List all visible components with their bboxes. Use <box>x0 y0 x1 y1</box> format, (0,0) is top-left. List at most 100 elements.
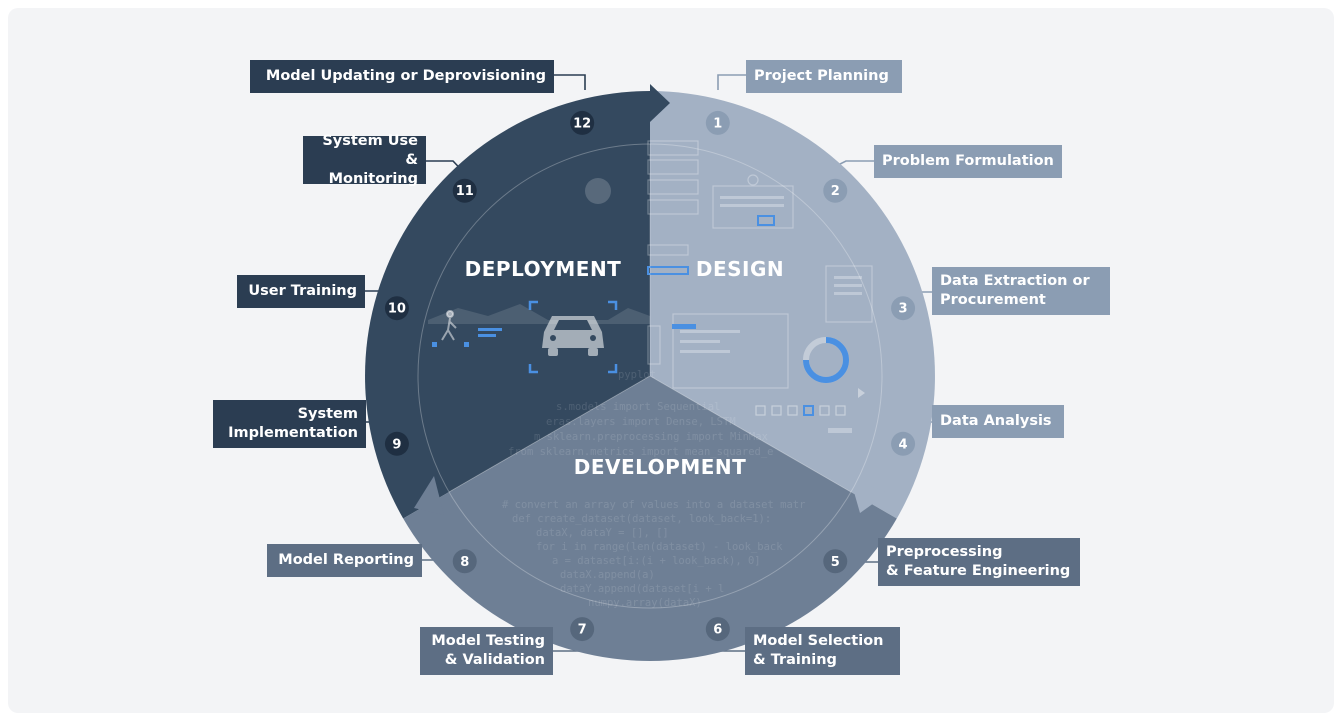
stage-badge-1: 1 <box>705 110 730 135</box>
badge-circle <box>452 178 477 203</box>
accent-wireframe <box>647 215 814 416</box>
badge-circle <box>891 431 916 456</box>
stage-label-text: Model Reporting <box>278 552 414 568</box>
stage-label-7: Model Testing & Validation <box>420 627 553 675</box>
code-line: pyplot <box>618 369 656 381</box>
badge-number: 9 <box>392 437 401 452</box>
badge-number: 11 <box>456 184 474 199</box>
code-line: numpy.array(dataX) <box>588 597 702 609</box>
stage-label-6: Model Selection & Training <box>745 627 900 675</box>
development-sector <box>403 376 897 661</box>
stage-label-text: Model Updating or Deprovisioning <box>265 68 546 84</box>
badge-circle <box>384 431 409 456</box>
stage-label-4: Data Analysis <box>932 405 1064 438</box>
stage-label-8: Model Reporting <box>267 544 422 577</box>
cycle-arrow-left <box>414 476 444 515</box>
connector-line-12 <box>554 74 586 90</box>
stage-label-text: Data Extraction or Procurement <box>940 273 1090 308</box>
badge-circle <box>452 549 477 574</box>
stage-badge-10: 10 <box>384 296 409 321</box>
sun-icon <box>585 178 611 204</box>
stage-badge-11: 11 <box>452 178 477 203</box>
stage-label-3: Data Extraction or Procurement <box>932 267 1110 315</box>
code-line: dataX.append(a) <box>560 569 655 581</box>
pedestrian-icon <box>441 310 457 341</box>
badge-number: 8 <box>460 555 469 570</box>
stage-label-text: System Implementation <box>228 406 358 441</box>
badge-circle <box>823 178 848 203</box>
badge-circle <box>705 110 730 135</box>
badge-number: 5 <box>831 555 840 570</box>
stage-label-9: System Implementation <box>213 400 366 448</box>
lifecycle-wheel: pyplot s.models import Sequential eras.lay… <box>365 74 935 661</box>
stage-badge-7: 7 <box>570 617 595 642</box>
code-line: s.models import Sequential <box>556 401 720 413</box>
code-line: from sklearn.metrics import mean_squared… <box>508 446 774 458</box>
mountain-silhouette <box>428 304 650 324</box>
code-line: eras.layers import Dense, LSTM <box>546 416 736 428</box>
deployment-sector <box>365 91 650 519</box>
badge-circle <box>570 617 595 642</box>
stage-label-text: Data Analysis <box>940 413 1052 429</box>
cycle-arrow-right <box>850 478 888 513</box>
stage-label-2: Problem Formulation <box>874 145 1062 178</box>
code-line: for i in range(len(dataset) - look_back <box>536 541 783 553</box>
stage-label-1: Project Planning <box>746 60 902 93</box>
phase-deployment-label: DEPLOYMENT <box>465 257 622 281</box>
design-sector <box>650 91 935 519</box>
stage-label-12: Model Updating or Deprovisioning <box>250 60 554 93</box>
stage-badge-6: 6 <box>705 617 730 642</box>
code-line: def create_dataset(dataset, look_back=1)… <box>512 513 771 525</box>
badge-number: 2 <box>831 184 840 199</box>
focus-brackets <box>528 300 618 374</box>
stage-badge-5: 5 <box>823 549 848 574</box>
badge-number: 3 <box>899 302 908 317</box>
stage-label-text: Model Testing & Validation <box>431 633 545 668</box>
badge-number: 1 <box>713 116 722 131</box>
stage-label-text: System Use & Monitoring <box>322 132 418 187</box>
car-window <box>550 320 596 341</box>
stage-label-11: System Use & Monitoring <box>303 133 426 187</box>
wireframe-lines <box>680 196 862 433</box>
lifecycle-canvas: pyplot s.models import Sequential eras.lay… <box>8 8 1334 713</box>
badge-circle <box>891 296 916 321</box>
stage-badge-2: 2 <box>823 178 848 203</box>
stage-badge-8: 8 <box>452 549 477 574</box>
stage-badge-12: 12 <box>570 110 595 135</box>
badge-number: 7 <box>578 623 587 638</box>
badge-circle <box>570 110 595 135</box>
sector-dividers <box>448 144 852 493</box>
code-line: m sklearn.preprocessing import MinMax <box>534 431 768 443</box>
donut-chart-icon <box>803 337 849 383</box>
code-line: # convert an array of values into a data… <box>502 499 805 511</box>
cycle-arrow-top <box>650 84 670 122</box>
stage-label-text: User Training <box>248 283 357 299</box>
form-wireframe-icon <box>647 140 873 389</box>
stage-badge-3: 3 <box>891 296 916 321</box>
badge-number: 12 <box>573 116 591 131</box>
stage-badge-4: 4 <box>891 431 916 456</box>
badge-circle <box>823 549 848 574</box>
stage-label-text: Model Selection & Training <box>753 633 884 668</box>
pager-squares <box>755 405 846 416</box>
badge-number: 4 <box>899 437 908 452</box>
phase-development-label: DEVELOPMENT <box>574 455 747 479</box>
connector-line-1 <box>717 74 746 90</box>
stage-label-10: User Training <box>237 275 365 308</box>
stage-label-text: Problem Formulation <box>882 153 1054 169</box>
code-line: dataX, dataY = [], [] <box>536 527 669 539</box>
inner-ring <box>417 143 883 609</box>
scan-marks <box>432 328 502 347</box>
stage-label-text: Project Planning <box>754 68 889 84</box>
play-icon <box>858 388 865 398</box>
phase-design-label: DESIGN <box>696 257 784 281</box>
stage-label-text: Preprocessing & Feature Engineering <box>886 544 1071 579</box>
stage-label-5: Preprocessing & Feature Engineering <box>878 538 1080 586</box>
stage-badge-9: 9 <box>384 431 409 456</box>
badge-number: 10 <box>388 302 406 317</box>
badge-number: 6 <box>713 623 722 638</box>
code-snippet: pyplot s.models import Sequential eras.lay… <box>502 369 805 609</box>
code-line: dataY.append(dataset[i + l <box>560 583 724 595</box>
code-line: a = dataset[i:(i + look_back), 0] <box>552 555 761 567</box>
